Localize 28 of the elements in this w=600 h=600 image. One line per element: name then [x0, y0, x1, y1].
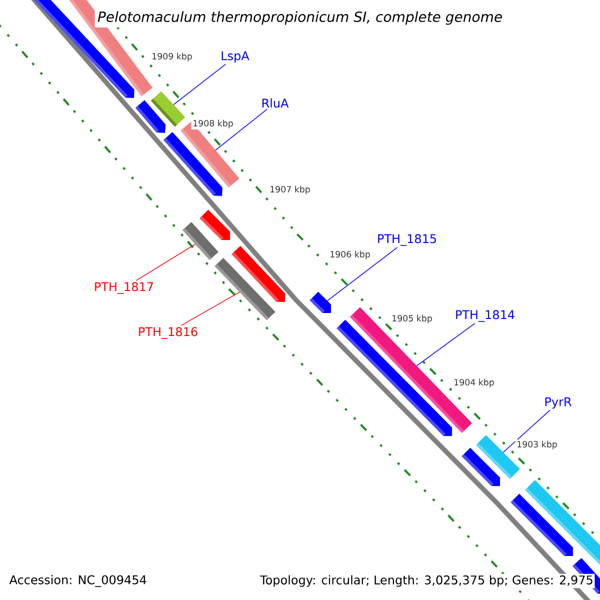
gene-label: PTH_1817 [95, 282, 154, 294]
gene-feature [310, 292, 331, 313]
scale-label: 1903 kbp [515, 439, 559, 451]
gene-feature [214, 258, 276, 320]
gene-label: PyrR [545, 397, 572, 409]
topology-note: Topology: circular; Length: 3,025,375 bp; Genes: 2,975 [258, 574, 595, 588]
scale-label: 1904 kbp [452, 377, 496, 389]
accession-note: Accession: NC_009454 [9, 575, 146, 587]
scale-label: 1909 kbp [150, 51, 194, 63]
gene-label: RluA [262, 98, 289, 108]
scale-label: 1907 kbp [268, 184, 312, 196]
leader-line [326, 247, 398, 302]
gene-feature [150, 91, 186, 127]
gene-label: LspA [222, 51, 250, 63]
leader-line [416, 323, 476, 366]
scale-label: 1905 kbp [390, 313, 434, 325]
gene-feature [182, 222, 218, 260]
scale-label: 1908 kbp [191, 118, 235, 130]
leader-line [215, 108, 268, 151]
gene-label: PTH_1816 [139, 327, 198, 339]
scale-label: 1906 kbp [328, 249, 372, 261]
leader-line [173, 64, 226, 106]
title: Pelotomaculum thermopropionicum SI, complete genome [94, 8, 506, 28]
leader-line [180, 292, 240, 326]
leader-line [136, 244, 196, 281]
gene-label: PTH_1815 [378, 234, 436, 246]
gene-label: PTH_1814 [456, 310, 514, 322]
leader-line [502, 410, 550, 453]
